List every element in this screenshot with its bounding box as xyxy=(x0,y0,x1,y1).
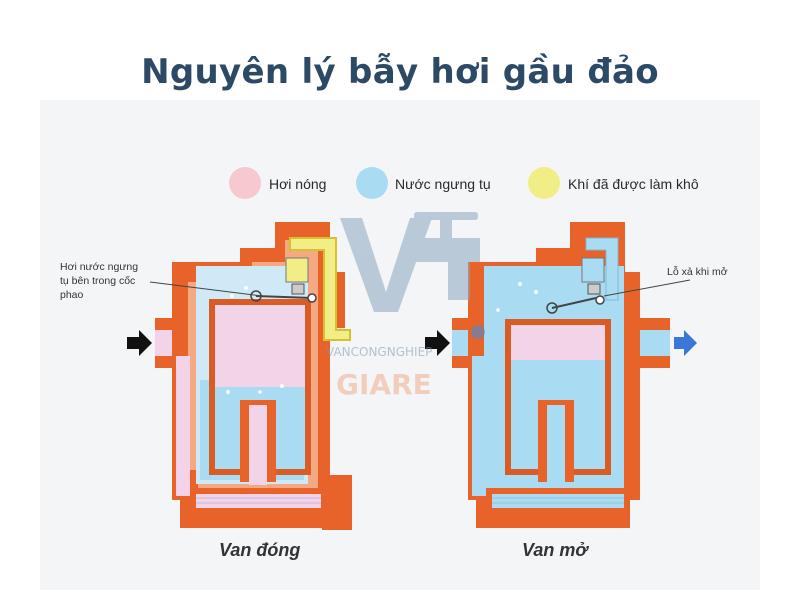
page-title: Nguyên lý bẫy hơi gầu đảo xyxy=(141,52,659,92)
right-callout: Lỗ xả khi mở xyxy=(667,265,728,278)
right-inlet-arrow xyxy=(425,330,450,356)
brand-watermark: VANCONGNGHIEP GIARE xyxy=(326,212,485,401)
right-outlet-arrow xyxy=(674,330,697,356)
valve-logo-icon xyxy=(340,218,432,312)
blue-circle-icon xyxy=(356,167,388,199)
right-trap-caption: Van mở xyxy=(522,540,589,560)
left-trap: Hơi nước ngưng tụ bên trong cốc phao Van… xyxy=(60,222,352,560)
left-air-pipe xyxy=(289,237,351,341)
legend-label-condensate: Nước ngưng tụ xyxy=(395,176,491,192)
pink-circle-icon xyxy=(229,167,261,199)
watermark-sub: GIARE xyxy=(336,368,432,401)
legend-label-dry-air: Khí đã được làm khô xyxy=(568,176,699,192)
left-inlet-arrow xyxy=(127,330,152,356)
left-callout: Hơi nước ngưng tụ bên trong cốc phao xyxy=(60,261,141,301)
watermark-brand: VANCONGNGHIEP xyxy=(326,345,432,359)
legend: Hơi nóng Nước ngưng tụ Khí đã được làm k… xyxy=(229,167,699,199)
yellow-circle-icon xyxy=(528,167,560,199)
left-trap-caption: Van đóng xyxy=(219,540,300,560)
legend-label-hot-steam: Hơi nóng xyxy=(269,176,326,192)
right-trap: Lỗ xả khi mở Van mở xyxy=(425,222,728,560)
